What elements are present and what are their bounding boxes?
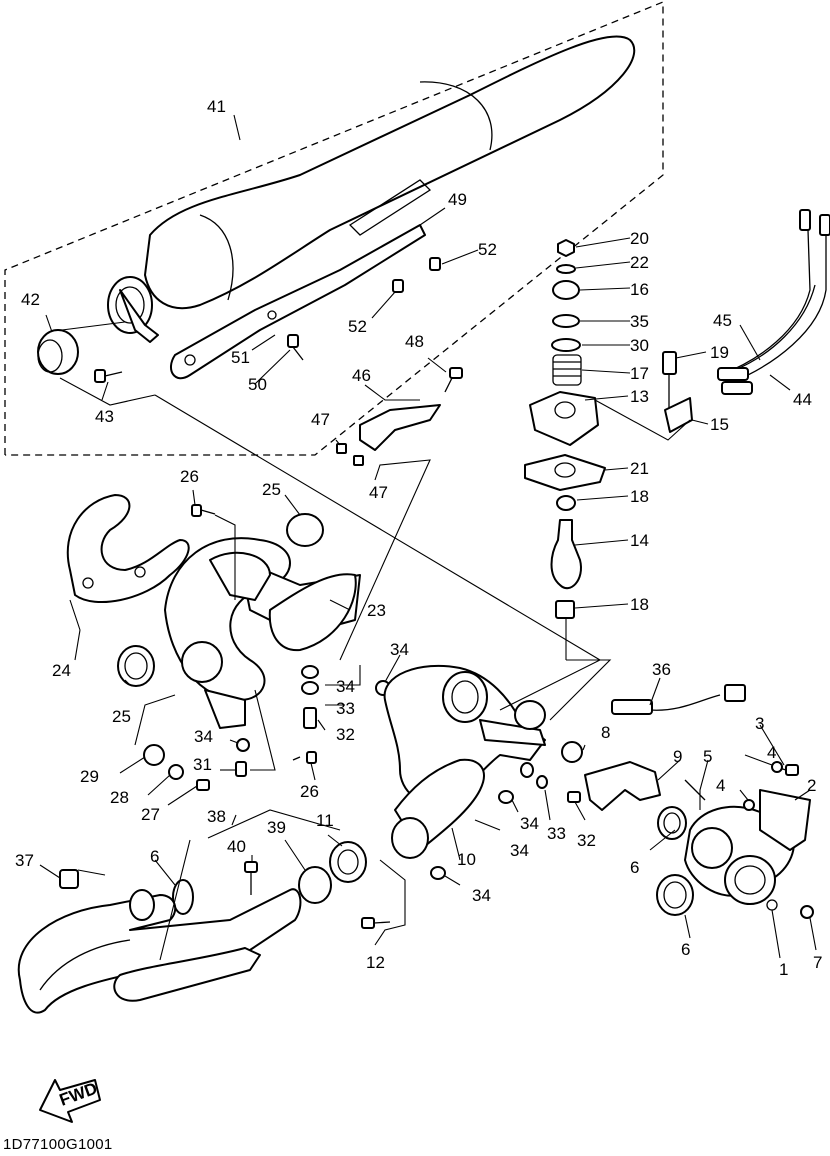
label-34e: 34 bbox=[510, 841, 529, 860]
label-51: 51 bbox=[231, 348, 250, 367]
label-6a: 6 bbox=[630, 858, 639, 877]
label-46: 46 bbox=[352, 366, 371, 385]
label-1: 1 bbox=[779, 960, 788, 979]
label-39: 39 bbox=[267, 818, 286, 837]
label-36: 36 bbox=[652, 660, 671, 679]
muffler-group-outline bbox=[4, 1, 664, 456]
leader-lines bbox=[39, 114, 817, 961]
label-6b: 6 bbox=[681, 940, 690, 959]
label-25b: 25 bbox=[112, 707, 131, 726]
label-50: 50 bbox=[248, 375, 267, 394]
exhaust-sensor bbox=[611, 684, 746, 715]
label-52a: 52 bbox=[478, 240, 497, 259]
manifold-gaskets bbox=[172, 806, 694, 916]
label-18a: 18 bbox=[630, 487, 649, 506]
label-30: 30 bbox=[630, 336, 649, 355]
label-32a: 32 bbox=[336, 725, 355, 744]
label-45: 45 bbox=[713, 311, 732, 330]
label-9: 9 bbox=[673, 747, 682, 766]
label-4a: 4 bbox=[767, 743, 776, 762]
label-33b: 33 bbox=[547, 824, 566, 843]
valve-actuator-stack bbox=[524, 239, 693, 619]
label-49: 49 bbox=[448, 190, 467, 209]
label-10: 10 bbox=[457, 850, 476, 869]
label-25a: 25 bbox=[262, 480, 281, 499]
label-3: 3 bbox=[755, 714, 764, 733]
label-38: 38 bbox=[207, 807, 226, 826]
label-34d: 34 bbox=[520, 814, 539, 833]
label-35: 35 bbox=[630, 312, 649, 331]
lower-exhaust-assembly bbox=[17, 869, 302, 1014]
label-37: 37 bbox=[15, 851, 34, 870]
label-28: 28 bbox=[110, 788, 129, 807]
label-6c: 6 bbox=[150, 847, 159, 866]
label-23: 23 bbox=[367, 601, 386, 620]
small-hardware bbox=[143, 504, 581, 880]
label-34a: 34 bbox=[390, 640, 409, 659]
label-19: 19 bbox=[710, 343, 729, 362]
label-20: 20 bbox=[630, 229, 649, 248]
label-41: 41 bbox=[207, 97, 226, 116]
label-21: 21 bbox=[630, 459, 649, 478]
joint-gasket-11 bbox=[329, 841, 367, 883]
middle-exhaust-pipe bbox=[383, 664, 546, 859]
label-31: 31 bbox=[193, 755, 212, 774]
label-26b: 26 bbox=[300, 782, 319, 801]
fwd-arrow: FWD bbox=[39, 1079, 101, 1123]
heat-shield-bracket bbox=[336, 367, 463, 466]
label-43: 43 bbox=[95, 407, 114, 426]
label-26a: 26 bbox=[180, 467, 199, 486]
exhaust-gaskets bbox=[117, 513, 324, 687]
label-15: 15 bbox=[710, 415, 729, 434]
label-40: 40 bbox=[227, 837, 246, 856]
label-24: 24 bbox=[52, 661, 71, 680]
manifold-bolts bbox=[684, 761, 814, 919]
label-27: 27 bbox=[141, 805, 160, 824]
exhaust-manifold bbox=[684, 789, 811, 911]
label-29: 29 bbox=[80, 767, 99, 786]
label-52b: 52 bbox=[348, 317, 367, 336]
muffler bbox=[107, 35, 636, 380]
label-33a: 33 bbox=[336, 699, 355, 718]
part-number-labels: 41 49 52 42 52 51 50 43 48 46 47 47 20 2… bbox=[15, 97, 822, 979]
label-12: 12 bbox=[366, 953, 385, 972]
label-42: 42 bbox=[21, 290, 40, 309]
diagram-reference-code: 1D77100G1001 bbox=[3, 1136, 113, 1153]
label-7: 7 bbox=[813, 953, 822, 972]
label-47b: 47 bbox=[369, 483, 388, 502]
label-34c: 34 bbox=[194, 727, 213, 746]
label-47a: 47 bbox=[311, 410, 330, 429]
valve-cables bbox=[717, 209, 830, 395]
label-16: 16 bbox=[630, 280, 649, 299]
label-34b: 34 bbox=[336, 677, 355, 696]
muffler-bolts bbox=[94, 257, 441, 383]
label-17: 17 bbox=[630, 364, 649, 383]
lower-hardware bbox=[244, 861, 391, 929]
label-22: 22 bbox=[630, 253, 649, 272]
label-44: 44 bbox=[793, 390, 812, 409]
muffler-joint-gasket bbox=[37, 329, 79, 375]
label-14: 14 bbox=[630, 531, 649, 550]
label-2: 2 bbox=[807, 776, 816, 795]
label-11: 11 bbox=[316, 811, 334, 830]
label-8: 8 bbox=[601, 723, 610, 742]
pipe-clamp-parts bbox=[561, 741, 661, 811]
label-13: 13 bbox=[630, 387, 649, 406]
label-32b: 32 bbox=[577, 831, 596, 850]
label-34f: 34 bbox=[472, 886, 491, 905]
label-48: 48 bbox=[405, 332, 424, 351]
label-5: 5 bbox=[703, 747, 712, 766]
label-18b: 18 bbox=[630, 595, 649, 614]
label-4b: 4 bbox=[716, 776, 725, 795]
